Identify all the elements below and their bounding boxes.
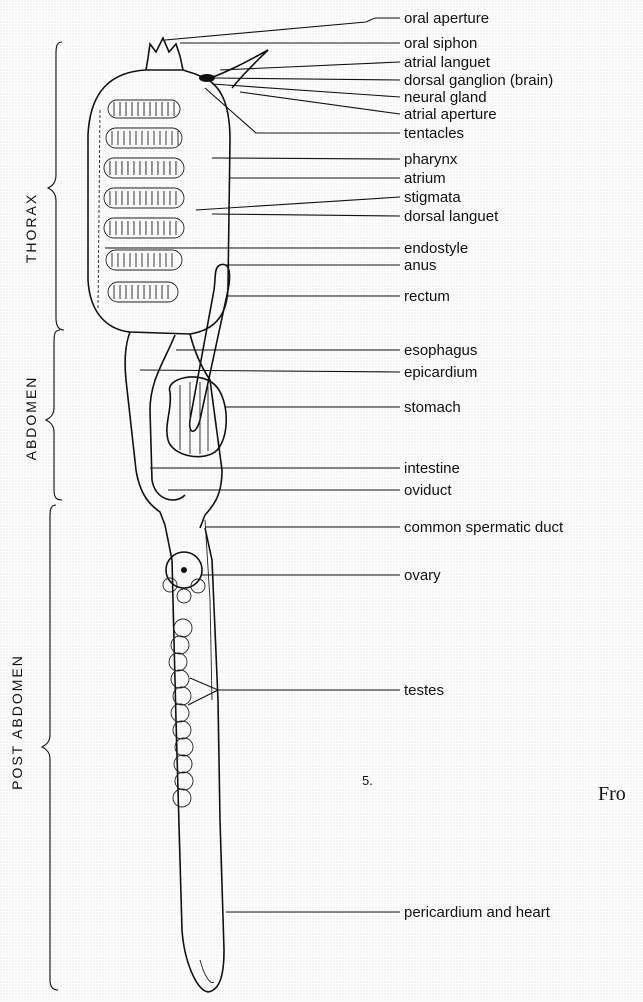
region-label-abdomen: ABDOMEN: [23, 376, 39, 461]
label-common-spermatic-duct: common spermatic duct: [404, 519, 564, 536]
label-pharynx: pharynx: [404, 151, 458, 168]
cut-off-text: Fro: [598, 783, 626, 805]
label-oral-siphon: oral siphon: [404, 35, 477, 52]
region-label-post-abdomen: POST ABDOMEN: [9, 654, 25, 790]
region-label-thorax: THORAX: [23, 193, 39, 263]
label-testes: testes: [404, 682, 444, 699]
label-esophagus: esophagus: [404, 342, 477, 359]
label-tentacles: tentacles: [404, 125, 464, 142]
figure-number: 5.: [362, 773, 373, 788]
label-endostyle: endostyle: [404, 240, 468, 257]
label-ovary: ovary: [404, 567, 441, 584]
label-atrium: atrium: [404, 170, 446, 187]
label-stomach: stomach: [404, 399, 461, 416]
label-pericardium-and-heart: pericardium and heart: [404, 904, 551, 921]
label-stigmata: stigmata: [404, 189, 461, 206]
label-dorsal-languet: dorsal languet: [404, 208, 499, 225]
label-oviduct: oviduct: [404, 482, 452, 499]
label-oral-aperture: oral aperture: [404, 10, 489, 27]
dorsal-ganglion: [199, 74, 215, 82]
label-dorsal-ganglion: dorsal ganglion (brain): [404, 72, 553, 89]
label-atrial-aperture: atrial aperture: [404, 106, 497, 123]
label-atrial-languet: atrial languet: [404, 54, 491, 71]
label-epicardium: epicardium: [404, 364, 477, 381]
label-neural-gland: neural gland: [404, 89, 487, 106]
label-anus: anus: [404, 257, 437, 274]
label-intestine: intestine: [404, 460, 460, 477]
label-rectum: rectum: [404, 288, 450, 305]
